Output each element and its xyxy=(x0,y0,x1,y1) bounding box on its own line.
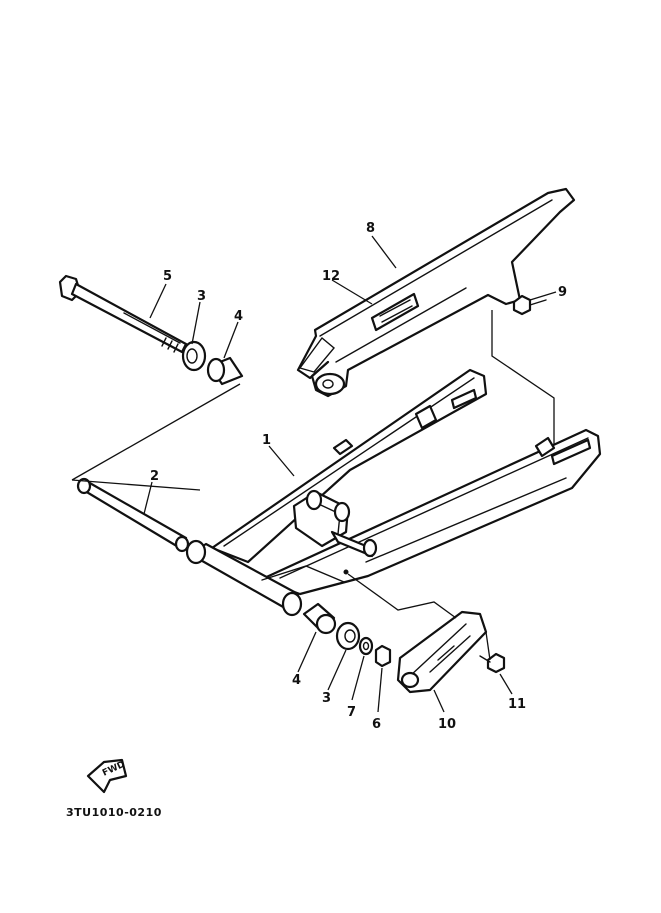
part-9-bolt xyxy=(512,294,547,316)
part-4-lower-bushing xyxy=(302,602,337,635)
part-10-chain-slider xyxy=(396,610,488,694)
callout-3-lower: 3 xyxy=(322,691,331,706)
part-5-pivot-bolt xyxy=(58,274,188,354)
part-8-chain-case xyxy=(296,187,576,398)
callout-7: 7 xyxy=(347,705,356,720)
assembly-lines xyxy=(71,310,555,661)
callout-9: 9 xyxy=(558,285,567,300)
part-2-pivot-shaft xyxy=(76,477,190,553)
callout-2: 2 xyxy=(150,469,159,484)
part-6-nut xyxy=(374,644,392,668)
callout-8: 8 xyxy=(366,221,375,236)
part-4-upper-bushing xyxy=(206,356,244,386)
callout-3-upper: 3 xyxy=(197,289,206,304)
part-1-swingarm xyxy=(185,368,602,617)
callout-11: 11 xyxy=(508,697,526,712)
callout-10: 10 xyxy=(438,717,456,732)
callouts: 1 2 3 4 5 8 9 12 4 3 7 6 10 11 xyxy=(150,221,567,732)
callout-4-upper: 4 xyxy=(234,309,243,324)
fwd-arrow-icon: FWD xyxy=(86,758,128,794)
part-3-upper-bearing xyxy=(181,340,207,372)
diagram-code: 3TU1010-0210 xyxy=(66,806,162,819)
part-12-label xyxy=(370,292,420,332)
part-3-lower-bearing xyxy=(335,621,361,651)
callout-leaders xyxy=(143,235,557,713)
part-7-washer xyxy=(358,636,374,656)
callout-1: 1 xyxy=(262,433,271,448)
callout-6: 6 xyxy=(372,717,381,732)
callout-5: 5 xyxy=(163,269,172,284)
callout-4-lower: 4 xyxy=(292,673,301,688)
callout-12: 12 xyxy=(322,269,340,284)
part-11-bolt xyxy=(479,652,506,674)
